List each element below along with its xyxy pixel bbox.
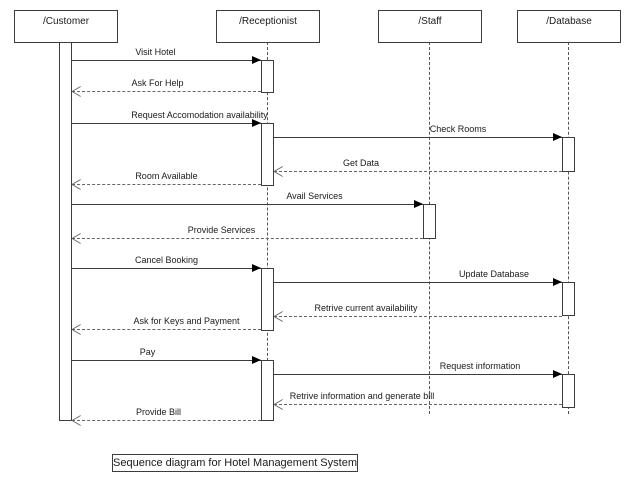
arrowhead-open-icon [274,400,284,410]
message-room-available: Room Available [72,169,261,185]
arrowhead-filled-icon [553,370,562,378]
message-line [274,404,562,405]
actor-label: /Database [546,16,592,27]
message-line [72,360,261,361]
message-label: Retrive current availability [314,303,418,313]
message-line [72,204,423,205]
message-line [274,282,562,283]
message-pay: Pay [72,345,261,364]
message-line [72,268,261,269]
message-label: Retrive information and generate bill [289,391,435,401]
message-label: Check Rooms [429,124,487,134]
actor-label: /Customer [42,16,90,27]
message-label: Avail Services [286,191,343,201]
message-retrive-current-availability: Retrive current availability [274,301,562,317]
message-avail-services: Avail Services [72,189,423,208]
message-cancel-booking: Cancel Booking [72,253,261,272]
message-provide-services: Provide Services [72,223,423,239]
message-label: Provide Bill [135,407,182,417]
message-line [274,137,562,138]
message-label: Request Accomodation availability [131,110,268,120]
actor-box-staff: /Staff [378,10,482,43]
message-line [72,329,261,330]
activation-database-2 [562,282,575,316]
arrowhead-open-icon [72,325,82,335]
message-label: Ask for Keys and Payment [133,316,240,326]
message-label: Pay [139,347,156,357]
message-ask-for-help: Ask For Help [72,76,261,92]
arrowhead-filled-icon [252,119,261,127]
message-label: Cancel Booking [134,255,199,265]
activation-staff-1 [423,204,436,239]
activation-receptionist-2 [261,123,274,186]
arrowhead-filled-icon [414,200,423,208]
message-line [72,420,261,421]
actor-box-receptionist: /Receptionist [216,10,320,43]
activation-receptionist-4 [261,360,274,421]
message-line [72,91,261,92]
arrowhead-open-icon [72,416,82,426]
message-line [72,123,261,124]
message-request-information: Request information [274,359,562,378]
diagram-caption: Sequence diagram for Hotel Management Sy… [112,454,358,472]
lifeline-receptionist [267,42,268,421]
message-label: Room Available [135,171,198,181]
arrowhead-filled-icon [252,56,261,64]
message-check-rooms: Check Rooms [274,122,562,141]
message-update-database: Update Database [274,267,562,286]
message-line [274,316,562,317]
message-line [72,184,261,185]
activation-receptionist-1 [261,60,274,93]
message-visit-hotel: Visit Hotel [72,45,261,64]
lifeline-database [568,42,569,414]
message-label: Provide Services [187,225,256,235]
message-get-data: Get Data [274,156,562,172]
message-label: Ask For Help [131,78,184,88]
arrowhead-filled-icon [553,278,562,286]
message-label: Get Data [342,158,380,168]
activation-receptionist-3 [261,268,274,331]
arrowhead-filled-icon [553,133,562,141]
message-line [72,60,261,61]
actor-box-customer: /Customer [14,10,118,43]
message-retrive-information-and-generate-bill: Retrive information and generate bill [274,389,562,405]
message-line [72,238,423,239]
message-ask-for-keys-and-payment: Ask for Keys and Payment [72,314,261,330]
message-provide-bill: Provide Bill [72,405,261,421]
arrowhead-open-icon [72,87,82,97]
message-line [274,374,562,375]
arrowhead-open-icon [72,234,82,244]
message-label: Visit Hotel [135,47,176,57]
activation-database-1 [562,137,575,172]
actor-label: /Receptionist [239,16,297,27]
arrowhead-filled-icon [252,356,261,364]
activation-database-3 [562,374,575,408]
message-request-accomodation-availability: Request Accomodation availability [72,108,268,127]
actor-box-database: /Database [517,10,621,43]
arrowhead-open-icon [72,180,82,190]
message-label: Update Database [458,269,530,279]
arrowhead-open-icon [274,167,284,177]
arrowhead-filled-icon [252,264,261,272]
diagram-caption-text: Sequence diagram for Hotel Management Sy… [113,457,357,469]
message-line [274,171,562,172]
message-label: Request information [439,361,521,371]
actor-label: /Staff [418,16,442,27]
